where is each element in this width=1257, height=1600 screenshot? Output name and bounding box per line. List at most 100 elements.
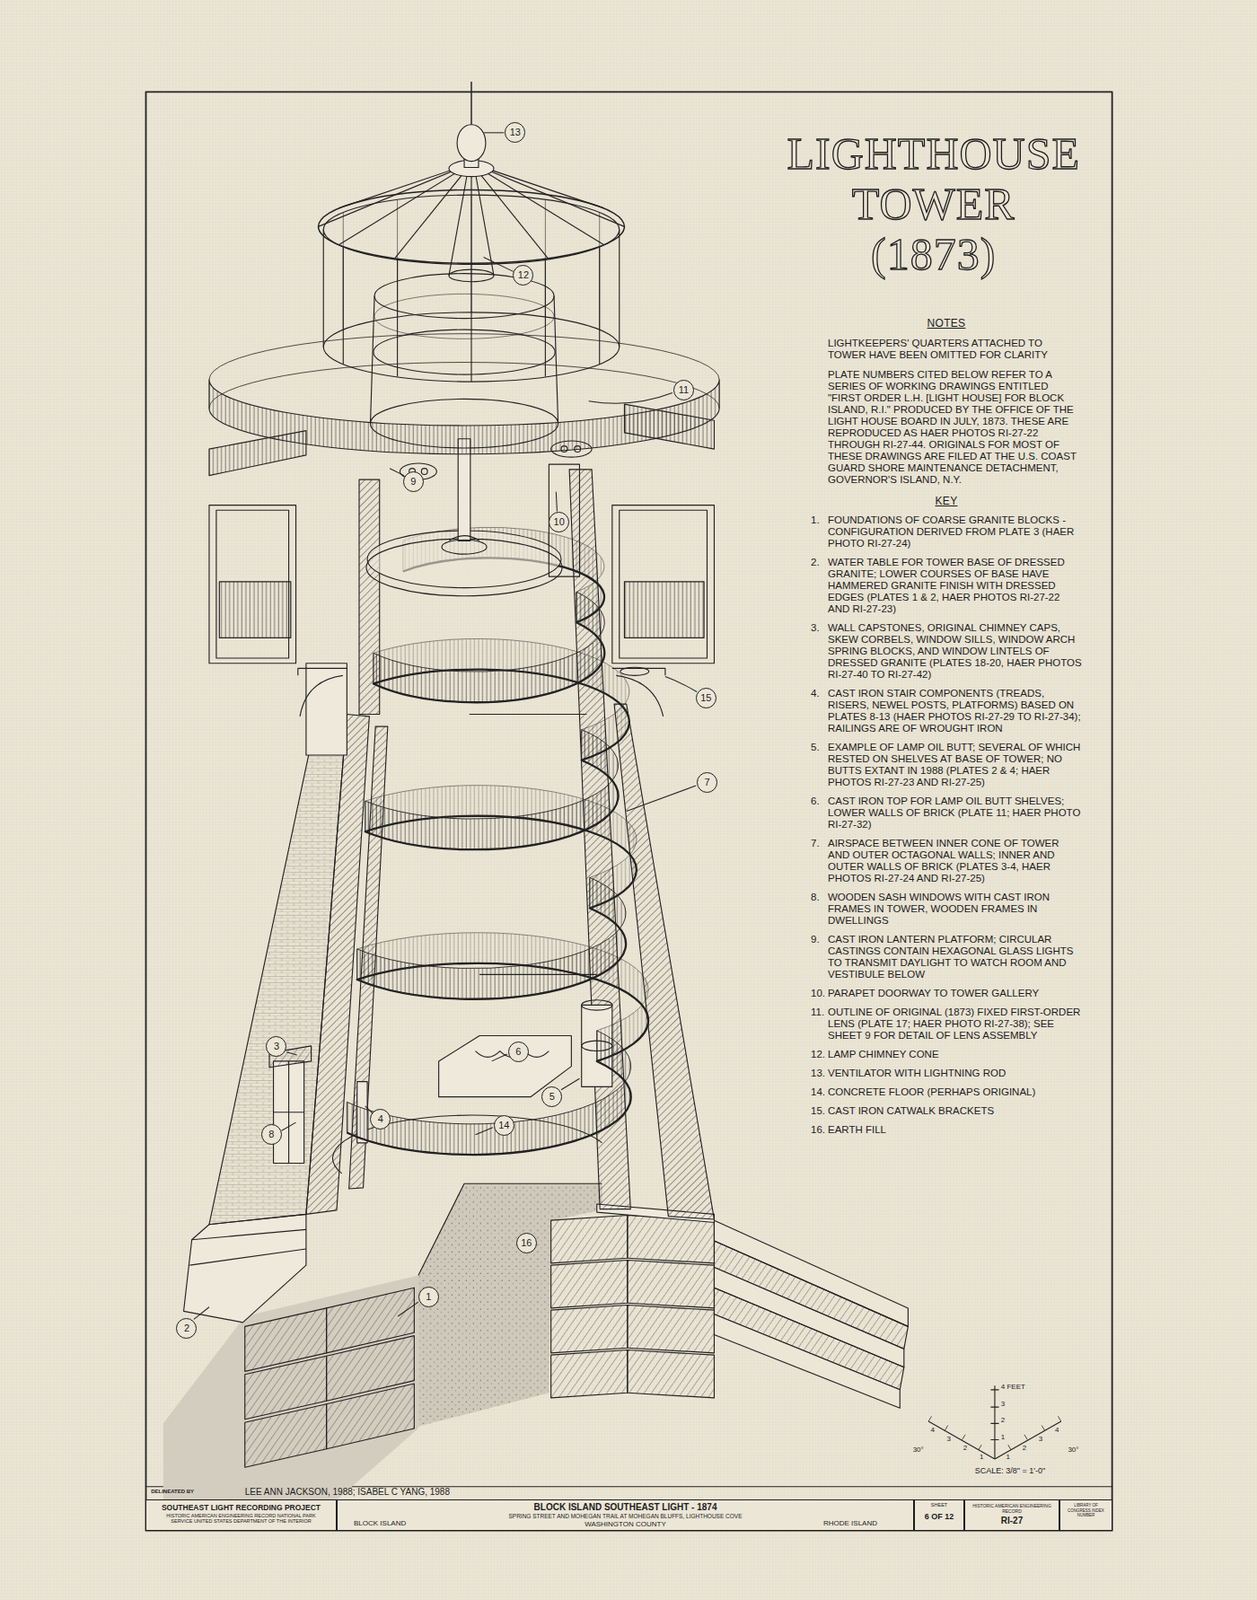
callout-number: 8: [268, 1129, 274, 1140]
callout-circle: 14: [493, 1115, 515, 1136]
key-text: EARTH FILL: [827, 1124, 1082, 1136]
note-text: PLATE NUMBERS CITED BELOW REFER TO A SER…: [810, 369, 1082, 486]
callout-circle: 9: [403, 471, 424, 493]
callout-number: 16: [520, 1238, 532, 1249]
key-number: 13.: [810, 1067, 828, 1080]
key-entry: 5.EXAMPLE OF LAMP OIL BUTT; SEVERAL OF W…: [810, 741, 1082, 789]
key-entry: 15.CAST IRON CATWALK BRACKETS: [810, 1105, 1082, 1117]
key-number: 7.: [810, 837, 828, 885]
key-entry: 11.OUTLINE OF ORIGINAL (1873) FIXED FIRS…: [810, 1006, 1082, 1042]
scale-text: 3: [947, 1435, 951, 1444]
key-entry: 8.WOODEN SASH WINDOWS WITH CAST IRON FRA…: [810, 891, 1082, 927]
scale-text: 2: [1022, 1444, 1027, 1453]
title-block-cell: LIBRARY OF CONGRESS INDEX NUMBER: [1059, 1499, 1113, 1531]
title-block-text: HISTORIC AMERICAN ENGINEERING RECORD: [967, 1503, 1056, 1514]
key-text: WOODEN SASH WINDOWS WITH CAST IRON FRAME…: [827, 891, 1082, 927]
callout-number: 6: [515, 1046, 521, 1057]
key-entry: 14.CONCRETE FLOOR (PERHAPS ORIGINAL): [810, 1086, 1082, 1099]
key-number: 14.: [810, 1086, 828, 1099]
delineator-text: LEE ANN JACKSON, 1988; ISABEL C YANG, 19…: [245, 1486, 450, 1497]
callout-number: 12: [518, 270, 529, 281]
callout-circle: 1: [418, 1286, 440, 1308]
scale-text: 4: [930, 1426, 934, 1435]
key-number: 4.: [810, 687, 828, 735]
key-number: 6.: [810, 795, 828, 831]
callout-number: 5: [549, 1091, 555, 1102]
key-text: PARAPET DOORWAY TO TOWER GALLERY: [827, 987, 1082, 1000]
callout-circle: 7: [696, 772, 718, 793]
title-block-text: 6 OF 12: [914, 1512, 964, 1521]
key-number: 16.: [810, 1124, 828, 1136]
callout-number: 11: [678, 385, 689, 396]
key-entry: 7.AIRSPACE BETWEEN INNER CONE OF TOWER A…: [810, 837, 1082, 885]
key-entry: 10.PARAPET DOORWAY TO TOWER GALLERY: [810, 987, 1082, 1000]
scale-text: 4: [1054, 1426, 1059, 1435]
title-block-cell: SHEET 6 OF 12: [914, 1499, 965, 1531]
scale-text: 2: [963, 1444, 967, 1453]
key-text: CAST IRON CATWALK BRACKETS: [827, 1105, 1082, 1117]
key-entry: 4.CAST IRON STAIR COMPONENTS (TREADS, RI…: [810, 687, 1082, 735]
key-entry: 13.VENTILATOR WITH LIGHTNING ROD: [810, 1067, 1082, 1080]
key-text: CAST IRON LANTERN PLATFORM; CIRCULAR CAS…: [827, 933, 1082, 981]
key-number: 8.: [810, 891, 828, 927]
title-block-text: SPRING STREET AND MOHEGAN TRAIL AT MOHEG…: [391, 1513, 860, 1521]
title-block-cell: HISTORIC AMERICAN ENGINEERING RECORDRI-2…: [964, 1499, 1060, 1531]
scale-text: 1: [1005, 1453, 1010, 1462]
callout-number: 10: [553, 517, 565, 528]
callout-number: 14: [498, 1120, 510, 1131]
scale-text: 1: [979, 1453, 984, 1462]
note-text: LIGHTKEEPERS' QUARTERS ATTACHED TO TOWER…: [810, 337, 1082, 361]
key-text: WALL CAPSTONES, ORIGINAL CHIMNEY CAPS, S…: [827, 622, 1082, 681]
title-block-text: WASHINGTON COUNTY: [436, 1520, 815, 1529]
title-block-text: SOUTHEAST LIGHT RECORDING PROJECT: [146, 1503, 336, 1512]
scale-text: 2: [1001, 1416, 1005, 1425]
title-block-text: SHEET: [914, 1503, 964, 1509]
notes-column: NOTES LIGHTKEEPERS' QUARTERS ATTACHED TO …: [810, 307, 1082, 1136]
callout-number: 13: [509, 127, 521, 138]
key-number: 15.: [810, 1105, 828, 1117]
key-entry: 2.WATER TABLE FOR TOWER BASE OF DRESSED …: [810, 556, 1082, 616]
key-text: AIRSPACE BETWEEN INNER CONE OF TOWER AND…: [827, 837, 1082, 885]
title-block-text: HISTORIC AMERICAN ENGINEERING RECORD NAT…: [166, 1512, 317, 1524]
key-entry: 3.WALL CAPSTONES, ORIGINAL CHIMNEY CAPS,…: [810, 622, 1082, 681]
key-number: 9.: [810, 933, 828, 981]
callout-number: 1: [425, 1292, 431, 1302]
callout-number: 4: [377, 1114, 384, 1125]
key-number: 10.: [810, 987, 828, 1000]
section-heading: NOTES: [810, 316, 1082, 330]
callout-number: 2: [184, 1323, 190, 1334]
scale-text: 1: [1001, 1433, 1005, 1442]
key-number: 2.: [810, 556, 828, 616]
key-number: 12.: [810, 1048, 828, 1061]
scale-text: 30°: [913, 1446, 924, 1455]
title-block-text: RHODE ISLAND: [823, 1520, 878, 1528]
key-text: CONCRETE FLOOR (PERHAPS ORIGINAL): [827, 1086, 1082, 1099]
sheet-title: LIGHTHOUSE TOWER (1873): [786, 128, 1081, 280]
callout-number: 9: [410, 476, 416, 487]
key-text: CAST IRON TOP FOR LAMP OIL BUTT SHELVES;…: [827, 795, 1082, 831]
scale-text: 30°: [1067, 1446, 1079, 1455]
callout-circle: 15: [695, 687, 717, 709]
key-entry: 9.CAST IRON LANTERN PLATFORM; CIRCULAR C…: [810, 933, 1082, 981]
key-entry: 6.CAST IRON TOP FOR LAMP OIL BUTT SHELVE…: [810, 795, 1082, 831]
key-number: 1.: [810, 514, 828, 550]
key-number: 5.: [810, 741, 828, 789]
key-text: FOUNDATIONS OF COARSE GRANITE BLOCKS - C…: [827, 514, 1082, 550]
delineator-text: DELINEATED BY: [150, 1488, 194, 1495]
callout-circle: 11: [673, 379, 695, 401]
title-block-text: BLOCK ISLAND SOUTHEAST LIGHT - 1874: [436, 1503, 815, 1513]
scale-text: SCALE: 3/8" = 1'-0": [975, 1467, 1046, 1477]
callout-number: 7: [703, 777, 710, 788]
title-block-cell: SOUTHEAST LIGHT RECORDING PROJECTHISTORI…: [145, 1499, 337, 1531]
callout-number: 15: [700, 693, 712, 704]
key-text: LAMP CHIMNEY CONE: [827, 1048, 1082, 1061]
key-text: VENTILATOR WITH LIGHTNING ROD: [827, 1067, 1082, 1080]
key-entry: 1.FOUNDATIONS OF COARSE GRANITE BLOCKS -…: [810, 514, 1082, 550]
callout-circle: 16: [516, 1232, 537, 1254]
title-block-text: LIBRARY OF CONGRESS INDEX NUMBER: [1063, 1503, 1109, 1519]
key-number: 11.: [810, 1006, 828, 1042]
key-text: WATER TABLE FOR TOWER BASE OF DRESSED GR…: [827, 556, 1082, 616]
scale-text: 4 FEET: [1001, 1383, 1026, 1392]
callout-circle: 8: [261, 1124, 282, 1145]
